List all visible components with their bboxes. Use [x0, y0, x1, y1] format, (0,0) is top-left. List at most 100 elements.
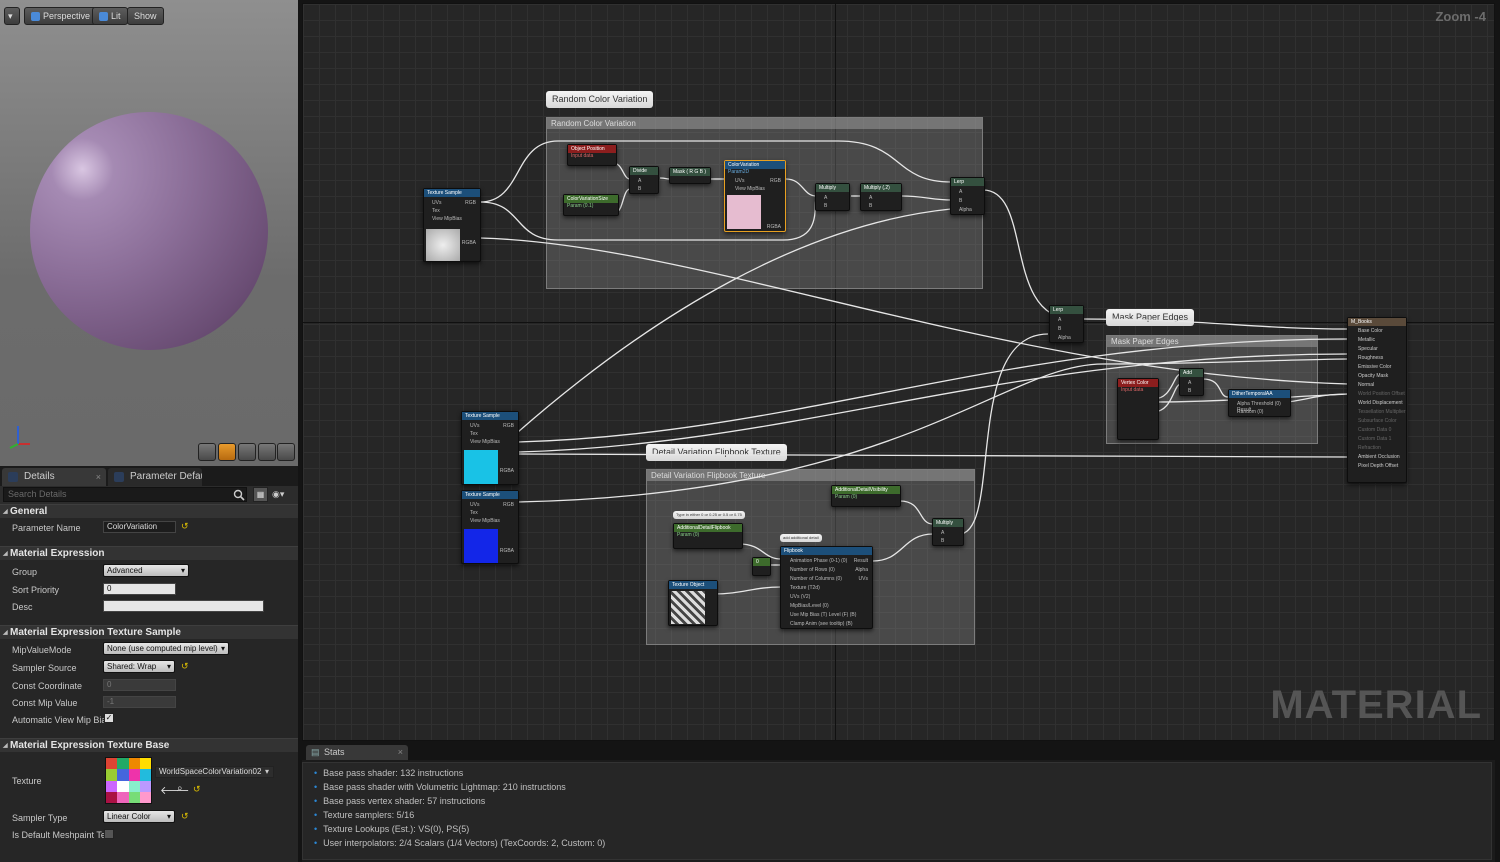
- node-vertex-color[interactable]: Vertex Color Input data: [1117, 378, 1159, 440]
- section-texture-sample[interactable]: Material Expression Texture Sample: [0, 625, 298, 640]
- pin-label: A: [1058, 317, 1062, 323]
- comment-bubble-random-color[interactable]: Random Color Variation: [546, 91, 654, 108]
- parameter-icon: [114, 472, 124, 482]
- node-multiply-3[interactable]: Multiply A B: [932, 518, 964, 546]
- mip-value-mode-dropdown[interactable]: None (use computed mip level): [103, 642, 229, 655]
- close-icon[interactable]: ×: [95, 472, 101, 482]
- node-title: Add: [1180, 369, 1203, 377]
- output-pin-label[interactable]: Pixel Depth Offset: [1358, 463, 1399, 469]
- viewport-options-button[interactable]: ▾: [4, 7, 20, 25]
- automatic-view-mip-bias-checkbox[interactable]: ✓: [104, 713, 114, 723]
- pin-label: View MipBias: [470, 518, 500, 524]
- node-texture-sample-3[interactable]: Texture Sample UVs Tex View MipBias RGB …: [461, 490, 519, 564]
- output-pin-label[interactable]: Custom Data 0: [1358, 427, 1392, 433]
- node-additional-detail-flipbook[interactable]: AdditionalDetailFlipbook Param (0): [673, 523, 743, 549]
- desc-field[interactable]: [103, 600, 264, 612]
- output-pin-label[interactable]: Specular: [1358, 346, 1378, 352]
- tab-stats[interactable]: Stats▤×: [306, 745, 408, 760]
- output-pin-label[interactable]: World Position Offset: [1358, 391, 1405, 397]
- tab-details[interactable]: Details×: [2, 468, 106, 486]
- node-add[interactable]: Add A B: [1179, 368, 1204, 396]
- material-graph-canvas[interactable]: Zoom -4 MATERIAL Random Color Variation …: [302, 3, 1495, 741]
- comment-bubble-detail-flipbook[interactable]: Detail Variation Flipbook Texture: [646, 444, 787, 461]
- node-divide[interactable]: Divide A B: [629, 166, 659, 194]
- sampler-source-dropdown[interactable]: Shared: Wrap: [103, 660, 175, 673]
- node-additional-detail-visibility[interactable]: AdditionalDetailVisibility Param (0): [831, 485, 901, 507]
- section-material-expression[interactable]: Material Expression: [0, 546, 298, 561]
- stats-line: Base pass vertex shader: 57 instructions: [314, 796, 485, 806]
- preview-plane-button[interactable]: [238, 443, 256, 461]
- output-pin-label[interactable]: Normal: [1358, 382, 1375, 388]
- output-pin-label[interactable]: Metallic: [1358, 337, 1375, 343]
- preview-mesh-button[interactable]: [277, 443, 295, 461]
- preview-cylinder-button[interactable]: [198, 443, 216, 461]
- tab-parameter-defaults[interactable]: Parameter Defaults: [108, 468, 202, 486]
- perspective-button[interactable]: Perspective: [24, 7, 98, 25]
- texture-thumbnail[interactable]: [105, 757, 152, 804]
- pin-label: Random (0): [1237, 409, 1264, 415]
- chevron-down-icon[interactable]: ▾: [265, 767, 270, 776]
- output-pin-label[interactable]: Ambient Occlusion: [1358, 454, 1400, 460]
- output-pin-label[interactable]: Tessellation Multiplier: [1358, 409, 1406, 415]
- material-preview-viewport[interactable]: ▾ Perspective Lit Show: [0, 0, 298, 466]
- search-icon[interactable]: [233, 489, 245, 501]
- preview-sphere-button[interactable]: [218, 443, 236, 461]
- reset-to-default-icon[interactable]: ↺: [181, 811, 189, 821]
- view-options-eye-icon[interactable]: ◉▾: [272, 489, 285, 499]
- comment-adddetail-bubble[interactable]: add additional detail: [780, 534, 822, 542]
- pin-label: Texture (T2d): [790, 585, 820, 591]
- node-texture-sample-2[interactable]: Texture Sample UVs Tex View MipBias RGB …: [461, 411, 519, 485]
- reset-to-default-icon[interactable]: ↺: [193, 784, 201, 794]
- output-pin-label[interactable]: Opacity Mask: [1358, 373, 1389, 379]
- node-flipbook[interactable]: Flipbook Animation Phase (0-1) (0)Number…: [780, 546, 873, 629]
- node-dither-temporal-aa[interactable]: DitherTemporalAA Alpha Threshold (0) Res…: [1228, 389, 1291, 417]
- node-object-position[interactable]: Object Position Input data: [567, 144, 617, 166]
- node-texture-sample-1[interactable]: Texture Sample UVs Tex View MipBias RGB …: [423, 188, 481, 262]
- comment-typein-bubble[interactable]: Type in either 0 or 0.25 or 0.5 or 0.75: [673, 511, 745, 519]
- node-multiply-2[interactable]: Multiply (,2) A B: [860, 183, 902, 211]
- texture-asset-dropdown[interactable]: WorldSpaceColorVariation02: [155, 766, 274, 778]
- output-pin-label[interactable]: Refraction: [1358, 445, 1381, 451]
- use-selected-arrow-icon[interactable]: 🡐: [160, 785, 190, 797]
- output-pin-label[interactable]: Custom Data 1: [1358, 436, 1392, 442]
- group-dropdown[interactable]: Advanced: [103, 564, 189, 577]
- reset-to-default-icon[interactable]: ↺: [181, 661, 189, 671]
- property-matrix-button[interactable]: ▦: [253, 487, 268, 502]
- lit-button[interactable]: Lit: [92, 7, 128, 25]
- material-watermark: MATERIAL: [1270, 683, 1482, 727]
- browse-search-icon[interactable]: ⌕: [177, 783, 183, 794]
- output-pin-label[interactable]: Base Color: [1358, 328, 1383, 334]
- pin-label: UVs: [735, 178, 745, 184]
- parameter-name-field[interactable]: ColorVariation: [103, 521, 176, 533]
- pin-label: Clamp Anim (see tooltip) (B): [790, 621, 853, 627]
- output-pin-label[interactable]: Subsurface Color: [1358, 418, 1397, 424]
- output-pin-label[interactable]: Roughness: [1358, 355, 1384, 361]
- node-lerp-2[interactable]: Lerp A B Alpha: [1049, 305, 1084, 343]
- output-pin-label[interactable]: Emissive Color: [1358, 364, 1392, 370]
- desc-label: Desc: [12, 602, 33, 612]
- node-constant[interactable]: 0: [752, 557, 771, 576]
- is-default-meshpaint-checkbox[interactable]: [104, 829, 114, 839]
- node-subtitle: Param (0): [835, 494, 858, 500]
- node-colorvariation-size[interactable]: ColorVariationSize Param (0.1): [563, 194, 619, 216]
- section-general[interactable]: General: [0, 504, 298, 519]
- texture-preview: [464, 450, 498, 484]
- node-multiply-1[interactable]: Multiply A B: [815, 183, 850, 211]
- pin-label: View MipBias: [735, 186, 765, 192]
- close-icon[interactable]: ×: [397, 747, 403, 757]
- pin-label: A: [941, 530, 945, 536]
- sampler-type-dropdown[interactable]: Linear Color: [103, 810, 175, 823]
- show-button[interactable]: Show: [127, 7, 164, 25]
- node-texture-object[interactable]: Texture Object: [668, 580, 718, 626]
- node-lerp-1[interactable]: Lerp A B Alpha: [950, 177, 985, 215]
- sort-priority-field[interactable]: 0: [103, 583, 176, 595]
- node-colorvariation-param[interactable]: ColorVariation Param2D UVs View MipBias …: [724, 160, 786, 232]
- preview-cube-button[interactable]: [258, 443, 276, 461]
- section-texture-base[interactable]: Material Expression Texture Base: [0, 738, 298, 753]
- node-mask-rgb[interactable]: Mask ( R G B ): [669, 167, 711, 184]
- reset-to-default-icon[interactable]: ↺: [181, 521, 189, 531]
- pin-label: A: [869, 195, 873, 201]
- output-pin-label[interactable]: World Displacement: [1358, 400, 1403, 406]
- search-details-input[interactable]: Search Details: [3, 487, 247, 502]
